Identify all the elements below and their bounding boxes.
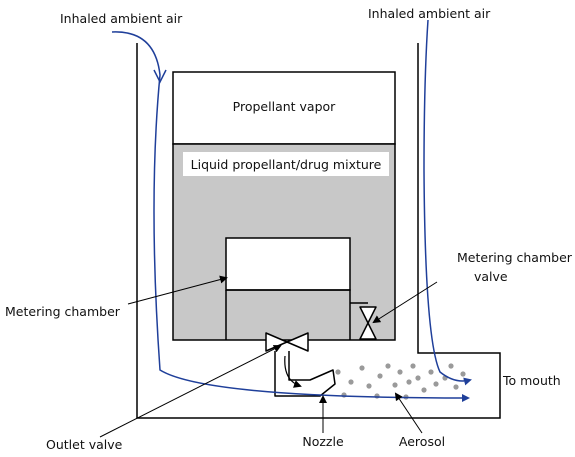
metering-chamber	[225, 237, 351, 291]
label-to-mouth: To mouth	[502, 373, 561, 388]
label-liquid-mixture: Liquid propellant/drug mixture	[191, 157, 382, 172]
actuator-housing	[136, 43, 501, 419]
metering-chamber-leader	[127, 275, 228, 305]
metering-chamber-valve-icon	[359, 306, 377, 340]
airflow-left-path	[111, 31, 470, 402]
label-outlet-valve: Outlet valve	[46, 437, 123, 452]
nozzle	[274, 351, 336, 397]
label-metering-valve-line2: valve	[474, 269, 508, 284]
label-nozzle: Nozzle	[302, 434, 344, 449]
label-propellant-vapor: Propellant vapor	[233, 99, 336, 114]
label-inhaled-air-left: Inhaled ambient air	[60, 11, 183, 26]
metering-valve-leader	[372, 281, 438, 324]
aerosol-leader	[394, 392, 423, 434]
label-inhaled-air-right: Inhaled ambient air	[368, 6, 491, 21]
aerosol-cloud	[335, 363, 466, 400]
airflow-right-path	[423, 19, 472, 386]
label-metering-chamber: Metering chamber	[5, 304, 121, 319]
label-aerosol: Aerosol	[399, 434, 445, 449]
metering-chamber-lower	[225, 289, 351, 340]
spray-arrow	[284, 355, 302, 388]
outlet-valve-leader	[99, 345, 282, 438]
airflow-left-arrowhead	[153, 69, 167, 84]
label-metering-valve-line1: Metering chamber	[457, 250, 573, 265]
liquid-mixture-label-box	[183, 152, 389, 176]
